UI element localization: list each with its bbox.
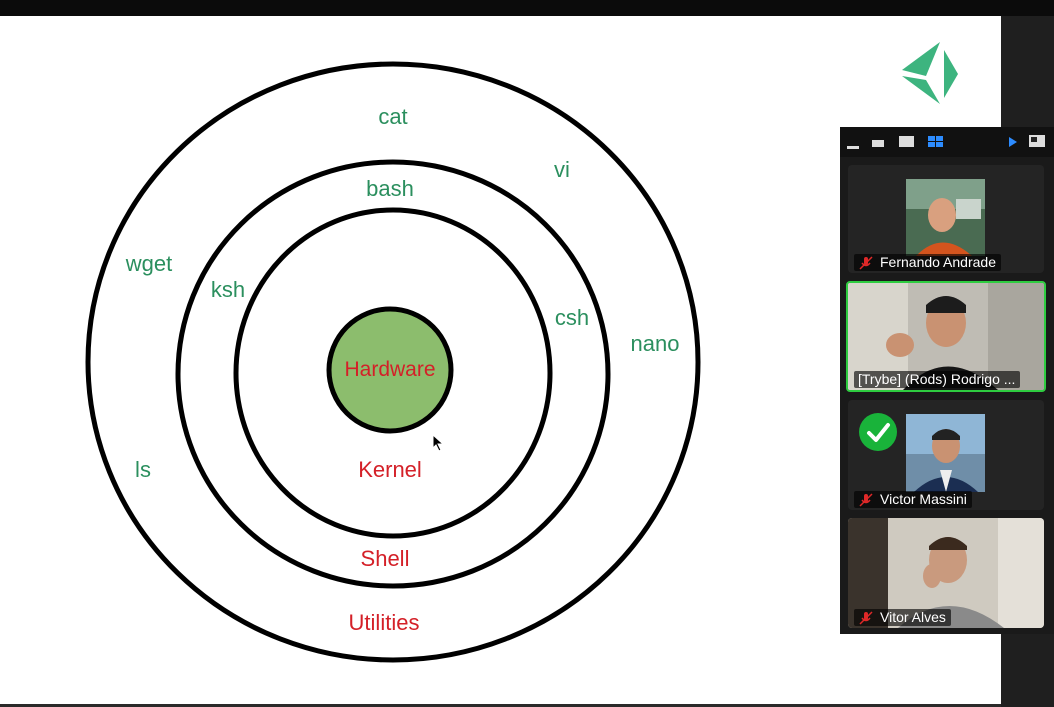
panel-toolbar	[840, 127, 1054, 157]
csh-label: csh	[554, 305, 590, 330]
participant-tile[interactable]: Victor Massini	[848, 400, 1044, 510]
participant-video	[906, 179, 985, 256]
cat-label: cat	[378, 104, 408, 129]
utilities-label: Utilities	[348, 610, 420, 635]
minimize-icon[interactable]	[846, 136, 862, 150]
bash-label: bash	[366, 176, 414, 201]
participant-name: Fernando Andrade	[880, 254, 996, 270]
top-bar	[0, 0, 1054, 16]
vi-label: vi	[554, 157, 570, 182]
kernel-ring	[233, 207, 553, 539]
participant-tile[interactable]: Fernando Andrade	[848, 165, 1044, 273]
muted-mic-icon	[859, 492, 873, 507]
speaker-view-icon[interactable]	[898, 135, 916, 149]
participant-name-tag: Fernando Andrade	[854, 254, 1001, 271]
hardware-core	[326, 306, 454, 434]
participant-video	[906, 414, 985, 492]
ls-label: ls	[135, 457, 151, 482]
shell-ring	[175, 159, 611, 589]
shared-slide	[0, 16, 1001, 707]
check-mark-icon	[859, 413, 897, 451]
muted-mic-icon	[859, 610, 873, 625]
participant-name: Victor Massini	[880, 491, 967, 507]
kernel-label: Kernel	[358, 457, 422, 482]
participant-name-tag: Victor Massini	[854, 491, 972, 508]
nano-label: nano	[630, 331, 680, 356]
muted-mic-icon	[859, 255, 873, 270]
thumbnail-view-icon[interactable]	[871, 136, 887, 150]
participant-name-tag: [Trybe] (Rods) Rodrigo ...	[854, 371, 1021, 388]
layers-diagram	[85, 61, 701, 663]
next-page-icon[interactable]	[1006, 135, 1020, 149]
participant-tile-active-speaker[interactable]: [Trybe] (Rods) Rodrigo ...	[846, 281, 1046, 392]
participant-name-tag: Vitor Alves	[854, 609, 951, 626]
participant-tile[interactable]: Vitor Alves	[848, 518, 1044, 628]
utilities-ring	[85, 61, 701, 663]
swap-view-icon[interactable]	[1028, 134, 1046, 150]
trybe-logo-icon	[902, 42, 958, 104]
wget-label: wget	[125, 251, 173, 276]
bottom-edge	[0, 704, 1001, 707]
ksh-label: ksh	[210, 277, 246, 302]
gallery-view-icon[interactable]	[927, 135, 945, 149]
participants-panel: Fernando Andrade [Trybe] (Rods) Rodrigo …	[840, 127, 1054, 634]
participant-name: Vitor Alves	[880, 609, 946, 625]
participant-name: [Trybe] (Rods) Rodrigo ...	[858, 371, 1016, 387]
mouse-cursor-icon	[432, 434, 445, 452]
hardware-label: Hardware	[344, 358, 436, 381]
shell-label: Shell	[360, 546, 410, 571]
